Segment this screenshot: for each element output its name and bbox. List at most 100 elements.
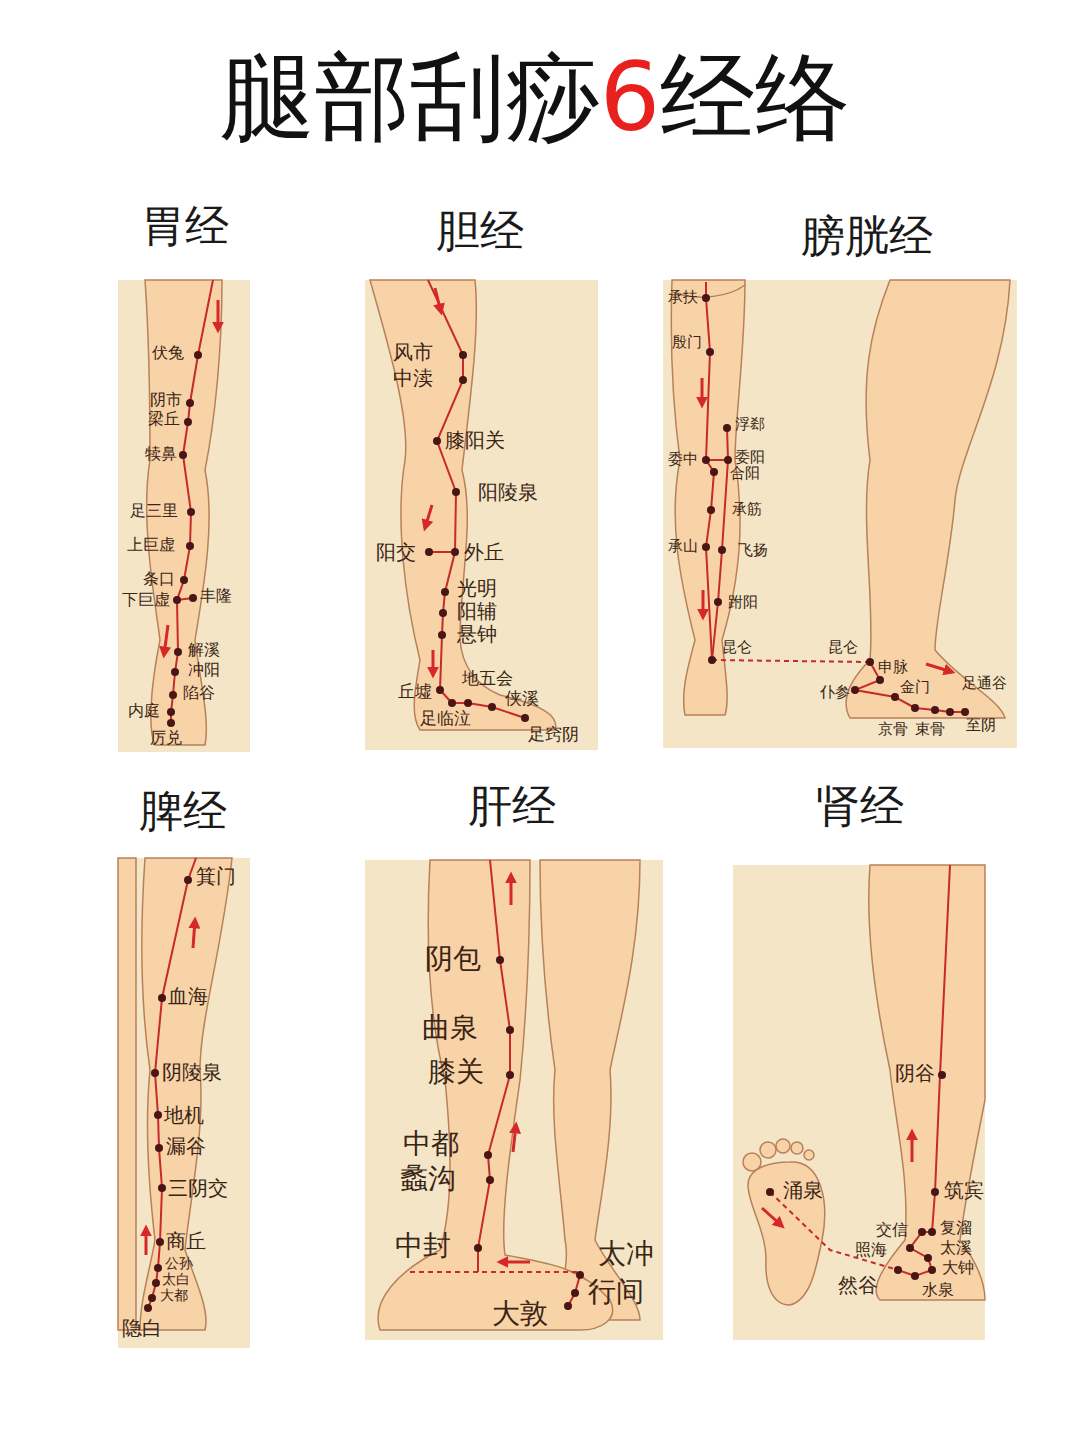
acupoint-name: 然谷 [838, 1275, 878, 1295]
acupoint-dot [179, 451, 187, 459]
acupoint-name: 阳陵泉 [478, 482, 538, 502]
acupoint-dot [946, 708, 954, 716]
acupoint-name: 冲阳 [188, 662, 220, 678]
acupoint-dot [174, 648, 182, 656]
acupoint-name: 内庭 [128, 703, 160, 719]
acupoint-dot [718, 546, 726, 554]
panel-ground [663, 280, 1017, 748]
leg-figure [378, 860, 613, 1330]
acupoint-dot [169, 691, 177, 699]
acupoint-dot [452, 488, 460, 496]
meridian-line [410, 1271, 578, 1273]
meridian-panel: 胃经 [118, 200, 250, 752]
acupoint-dot [438, 631, 446, 639]
acupoint-dot [714, 598, 722, 606]
toe [760, 1142, 776, 1158]
flow-arrow [425, 505, 432, 528]
panel-heading: 胃经 [119, 200, 251, 253]
acupoint-name: 漏谷 [166, 1136, 206, 1156]
acupoint-dot [154, 1264, 162, 1272]
acupoint-name: 中渎 [393, 368, 433, 388]
acupoint-name: 照海 [855, 1242, 887, 1258]
panel-grounds [118, 280, 1017, 1348]
acupoint-name: 京骨 [878, 722, 908, 737]
acupoint-dot [564, 1302, 572, 1310]
acupoint-dot [928, 1266, 936, 1274]
acupoint-name: 至阴 [966, 718, 996, 733]
acupoint-dot [171, 668, 179, 676]
flow-arrow [911, 1132, 914, 1162]
acupoint-dot [488, 703, 496, 711]
acupoint-name: 交信 [876, 1222, 908, 1238]
acupoint-dot [155, 1144, 163, 1152]
acupoint-name: 伏兔 [152, 345, 184, 361]
acupoint-dot [173, 596, 181, 604]
acupoint-dot [911, 1272, 919, 1280]
flow-arrow [513, 1125, 516, 1152]
panel-heading: 肝经 [363, 780, 661, 833]
acupoint-name: 太冲 [598, 1240, 654, 1268]
acupoint-dot [459, 351, 467, 359]
panel-heading: 膀胱经 [690, 210, 1044, 263]
acupoint-name: 束骨 [915, 722, 945, 737]
acupoint-dot [187, 508, 195, 516]
panel-ground [118, 280, 250, 752]
flow-arrow [702, 590, 705, 617]
acupoint-name: 浮郄 [735, 417, 765, 432]
acupoint-dot [918, 1228, 926, 1236]
acupoint-dot [451, 548, 459, 556]
flow-arrow [762, 1208, 782, 1226]
acupoint-dot [702, 294, 710, 302]
panel-heading: 胆经 [364, 205, 597, 258]
acupoint-name: 箕门 [196, 866, 236, 886]
acupoint-name: 足三里 [130, 503, 178, 519]
acupoint-name: 外丘 [464, 542, 504, 562]
acupoint-dot [723, 424, 731, 432]
meridian-line [855, 662, 965, 712]
acupoint-name: 金门 [900, 680, 930, 695]
toe [791, 1142, 803, 1154]
foot-sole [748, 1162, 825, 1305]
acupoint-name: 曲泉 [422, 1014, 478, 1042]
acupoint-name: 大钟 [942, 1260, 974, 1276]
acupoint-dot [151, 1069, 159, 1077]
acupoint-name: 公孙 [165, 1256, 193, 1270]
acupoint-name: 筑宾 [944, 1180, 984, 1200]
acupoint-dot [496, 956, 504, 964]
acupoint-name: 委中 [668, 452, 698, 467]
acupoint-dot [724, 456, 732, 464]
acupoint-dot [194, 351, 202, 359]
acupoint-name: 丘墟 [398, 683, 432, 700]
acupoint-dot [571, 1289, 579, 1297]
acupoint-name: 隐白 [122, 1318, 162, 1338]
acupoint-dot [148, 1294, 156, 1302]
acupoint-name: 地五会 [462, 670, 513, 687]
acupoint-name: 申脉 [878, 660, 908, 675]
acupoint-dot [866, 658, 874, 666]
acupoint-name: 蠡沟 [400, 1165, 456, 1193]
acupoint-name: 足临泣 [420, 710, 471, 727]
panel-ground [365, 280, 598, 750]
acupoint-name: 商丘 [166, 1231, 206, 1251]
acupoint-name: 膝关 [428, 1058, 484, 1086]
acupoint-dot [706, 348, 714, 356]
panel-ground [733, 865, 985, 1340]
acupoint-name: 解溪 [188, 642, 220, 658]
acupoint-dot [906, 1244, 914, 1252]
acupoint-dot [436, 686, 444, 694]
flow-arrow [217, 300, 220, 330]
acupoint-dot [152, 1279, 160, 1287]
toe [776, 1139, 790, 1153]
acupoint-dot [459, 376, 467, 384]
flow-arrow [435, 288, 441, 312]
acupoint-dot [486, 1176, 494, 1184]
leg-figure [140, 858, 232, 1330]
acupoint-name: 陷谷 [183, 685, 215, 701]
acupoint-dot [186, 542, 194, 550]
acupoint-dot [891, 693, 899, 701]
acupoint-name: 合阳 [730, 466, 760, 481]
flow-arrow [193, 920, 195, 948]
acupoint-name: 光明 [457, 578, 497, 598]
flow-arrows [146, 288, 952, 1262]
